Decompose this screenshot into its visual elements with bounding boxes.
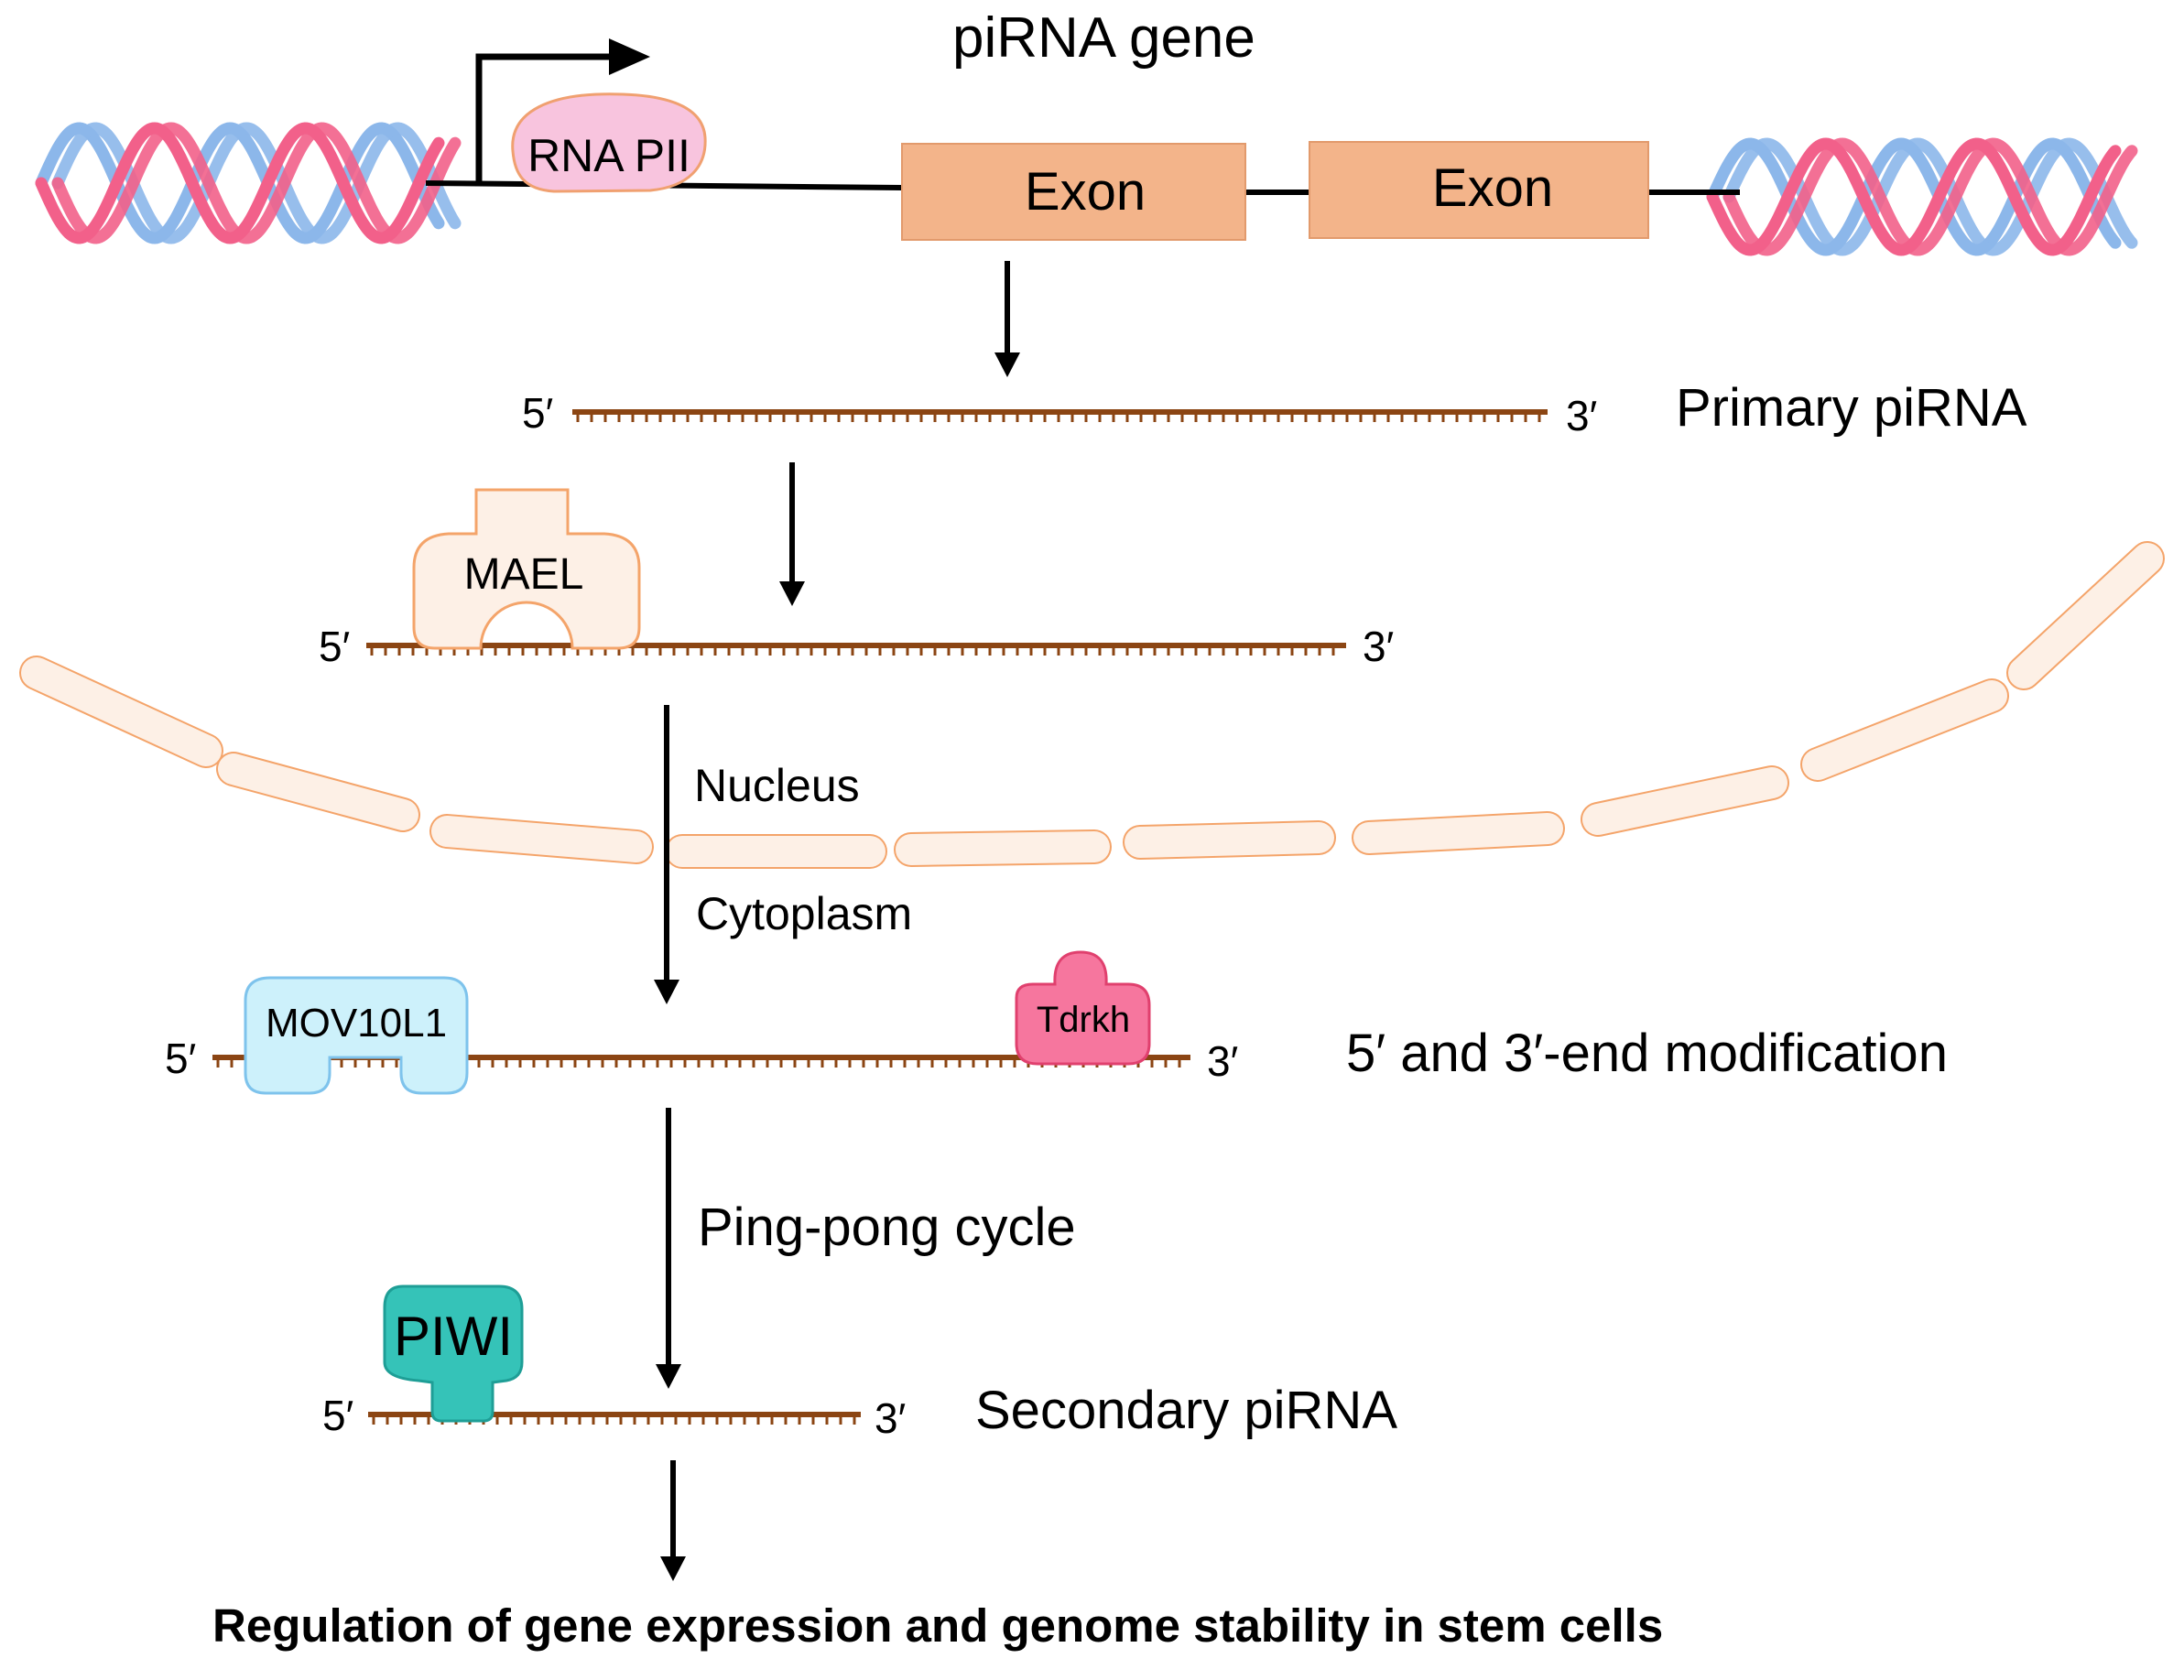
membrane-segment — [1582, 767, 1787, 835]
mael-three-prime: 3′ — [1363, 623, 1394, 670]
dna-strand-pink — [1722, 137, 2138, 256]
exon-2-label: Exon — [1432, 158, 1553, 218]
membrane-segment — [218, 753, 418, 830]
membrane-segment — [1353, 813, 1563, 853]
dna-strand-pink — [51, 122, 462, 244]
primary-pirna-strand — [572, 409, 1548, 422]
pingpong-label: Ping-pong cycle — [698, 1198, 1076, 1257]
rna-polymerase-ii-label: RNA PII — [527, 130, 690, 181]
mov10l1-label: MOV10L1 — [266, 1001, 447, 1046]
secondary-three-prime: 3′ — [875, 1394, 906, 1442]
nucleus-label: Nucleus — [694, 760, 860, 811]
exon-1-label: Exon — [1025, 162, 1146, 222]
piwi-label: PIWI — [394, 1306, 513, 1367]
mael-strand — [366, 643, 1346, 656]
membrane-segment — [2008, 543, 2163, 688]
membrane-segment — [431, 816, 652, 862]
primary-three-prime: 3′ — [1566, 392, 1597, 439]
arrow-to-mael-head — [779, 581, 805, 606]
secondary-five-prime: 5′ — [322, 1392, 353, 1439]
membrane-segment — [1802, 680, 2007, 780]
primary-pirna-label: Primary piRNA — [1676, 378, 2027, 438]
tdrkh-protein: Tdrkh — [1015, 950, 1151, 1066]
membrane-segment — [1125, 822, 1334, 858]
tdrkh-label: Tdrkh — [1037, 1000, 1130, 1040]
gene-title: piRNA gene — [952, 6, 1255, 70]
arrow-transcription-head — [994, 352, 1020, 377]
exon-2: Exon — [1309, 141, 1649, 239]
cytoplasm-label: Cytoplasm — [696, 888, 912, 939]
modification-label: 5′ and 3′-end modification — [1346, 1024, 1948, 1083]
dna-helix-right — [1706, 137, 2138, 256]
membrane-segment — [896, 831, 1110, 865]
outcome-text: Regulation of gene expression and genome… — [212, 1599, 1663, 1652]
modification-three-prime: 3′ — [1207, 1037, 1238, 1085]
mael-protein: MAEL — [412, 488, 641, 650]
exon-1: Exon — [901, 143, 1246, 241]
mael-five-prime: 5′ — [319, 623, 350, 670]
modification-five-prime: 5′ — [165, 1035, 196, 1082]
rna-polymerase-ii: RNA PII — [511, 92, 707, 193]
nuclear-membrane — [19, 541, 2165, 869]
transcription-start-arrow — [475, 38, 650, 183]
membrane-segment — [21, 657, 222, 766]
mov10l1-protein: MOV10L1 — [244, 976, 469, 1095]
arrow-outcome-head — [660, 1556, 686, 1581]
mael-label: MAEL — [464, 550, 584, 599]
arrow-export-head — [654, 980, 679, 1004]
arrow-pingpong-head — [656, 1364, 681, 1389]
primary-five-prime: 5′ — [522, 389, 553, 437]
piwi-protein: PIWI — [383, 1284, 524, 1423]
dna-helix-left — [35, 122, 462, 244]
secondary-pirna-label: Secondary piRNA — [975, 1381, 1397, 1440]
